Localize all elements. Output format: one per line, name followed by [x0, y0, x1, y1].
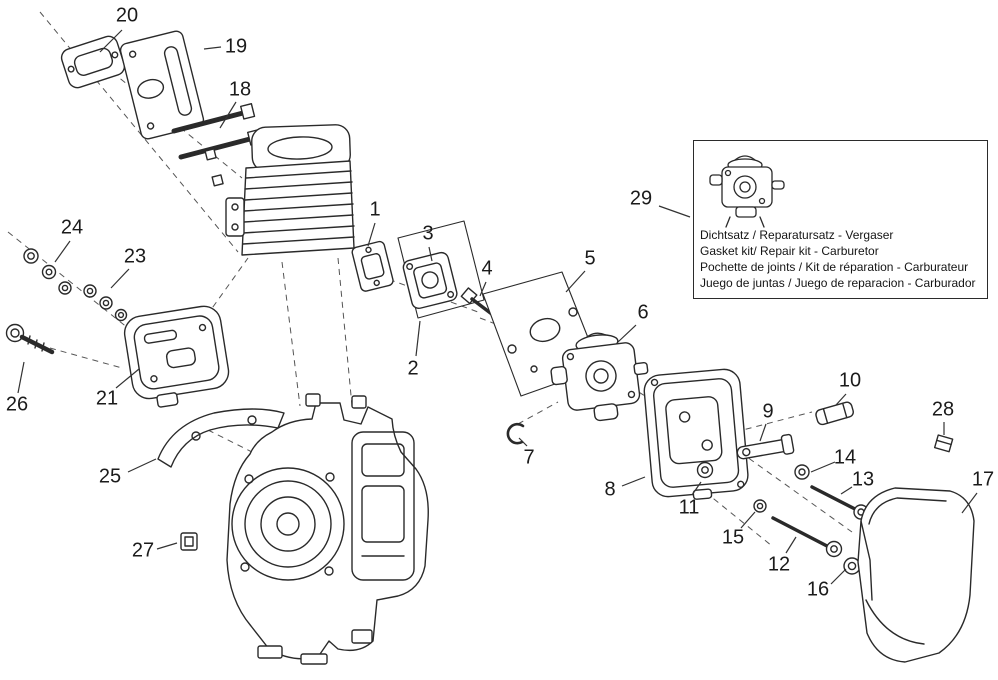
part-label-21: 21 [95, 387, 119, 410]
part-11-grommet-drawing [696, 461, 714, 479]
callout-carburetor-icon [709, 155, 785, 228]
part-label-20: 20 [115, 4, 139, 27]
part-label-17: 17 [971, 468, 995, 491]
part-20-gasket-drawing [60, 35, 126, 89]
part-label-9: 9 [762, 400, 774, 423]
part-8-air-box-drawing [643, 368, 749, 500]
part-label-1: 1 [369, 198, 381, 221]
part-3-insulator-drawing [402, 251, 458, 310]
part-label-13: 13 [851, 468, 875, 491]
part-label-6: 6 [637, 301, 649, 324]
callout-line-de: Dichtsatz / Reparatursatz - Vergaser [700, 228, 894, 242]
part-label-2: 2 [407, 357, 419, 380]
part-27-clip-drawing [180, 532, 198, 551]
part-label-26: 26 [5, 393, 29, 416]
part-24-nuts-drawing [23, 248, 72, 295]
part-label-14: 14 [833, 446, 857, 469]
label-leader-lines [17, 29, 978, 585]
part-7-clip-drawing [506, 422, 525, 445]
part-21-muffler-drawing [123, 305, 230, 408]
part-label-5: 5 [584, 247, 596, 270]
callout-line-es: Juego de juntas / Juego de reparacion - … [700, 276, 976, 290]
part-label-7: 7 [523, 446, 535, 469]
part-label-16: 16 [806, 578, 830, 601]
part-17-cover-drawing [857, 487, 975, 663]
part-1-gasket-drawing [351, 240, 394, 292]
cylinder-drawing [225, 124, 355, 256]
part-13-screw-drawing [810, 485, 869, 520]
part-19-plate-drawing [119, 30, 205, 140]
part-label-27: 27 [131, 539, 155, 562]
part-12-screw-drawing [771, 516, 843, 558]
part-label-28: 28 [931, 398, 955, 421]
part-label-23: 23 [123, 245, 147, 268]
carburetor-kit-callout-box: Dichtsatz / Reparatursatz - Vergaser Gas… [693, 140, 988, 299]
part-6-carburetor-drawing [550, 332, 649, 422]
crankcase-drawing [226, 393, 429, 665]
part-label-29: 29 [629, 187, 653, 210]
callout-line-en: Gasket kit/ Repair kit - Carburetor [700, 244, 879, 258]
part-10-spacer-drawing [815, 401, 854, 426]
part-14-washer-drawing [794, 464, 810, 480]
part-9-lever-drawing [736, 433, 795, 460]
part-label-19: 19 [224, 35, 248, 58]
part-label-25: 25 [98, 465, 122, 488]
part-25-guard-drawing [157, 408, 285, 468]
part-26-screw-drawing [5, 323, 55, 355]
part-label-15: 15 [721, 526, 745, 549]
part-label-8: 8 [604, 478, 616, 501]
part-label-4: 4 [481, 257, 493, 280]
part-28-block-drawing [933, 434, 954, 453]
part-23-washers-drawing [83, 284, 128, 322]
part-label-3: 3 [422, 222, 434, 245]
part-label-12: 12 [767, 553, 791, 576]
callout-text-block: Dichtsatz / Reparatursatz - Vergaser Gas… [700, 227, 976, 291]
part-label-24: 24 [60, 216, 84, 239]
callout-line-fr: Pochette de joints / Kit de réparation -… [700, 260, 969, 274]
part-label-18: 18 [228, 78, 252, 101]
part-label-11: 11 [678, 496, 700, 519]
part-15-washer-drawing [753, 499, 767, 513]
assembly-dashed-lines [7, 11, 853, 547]
part-label-10: 10 [838, 369, 862, 392]
